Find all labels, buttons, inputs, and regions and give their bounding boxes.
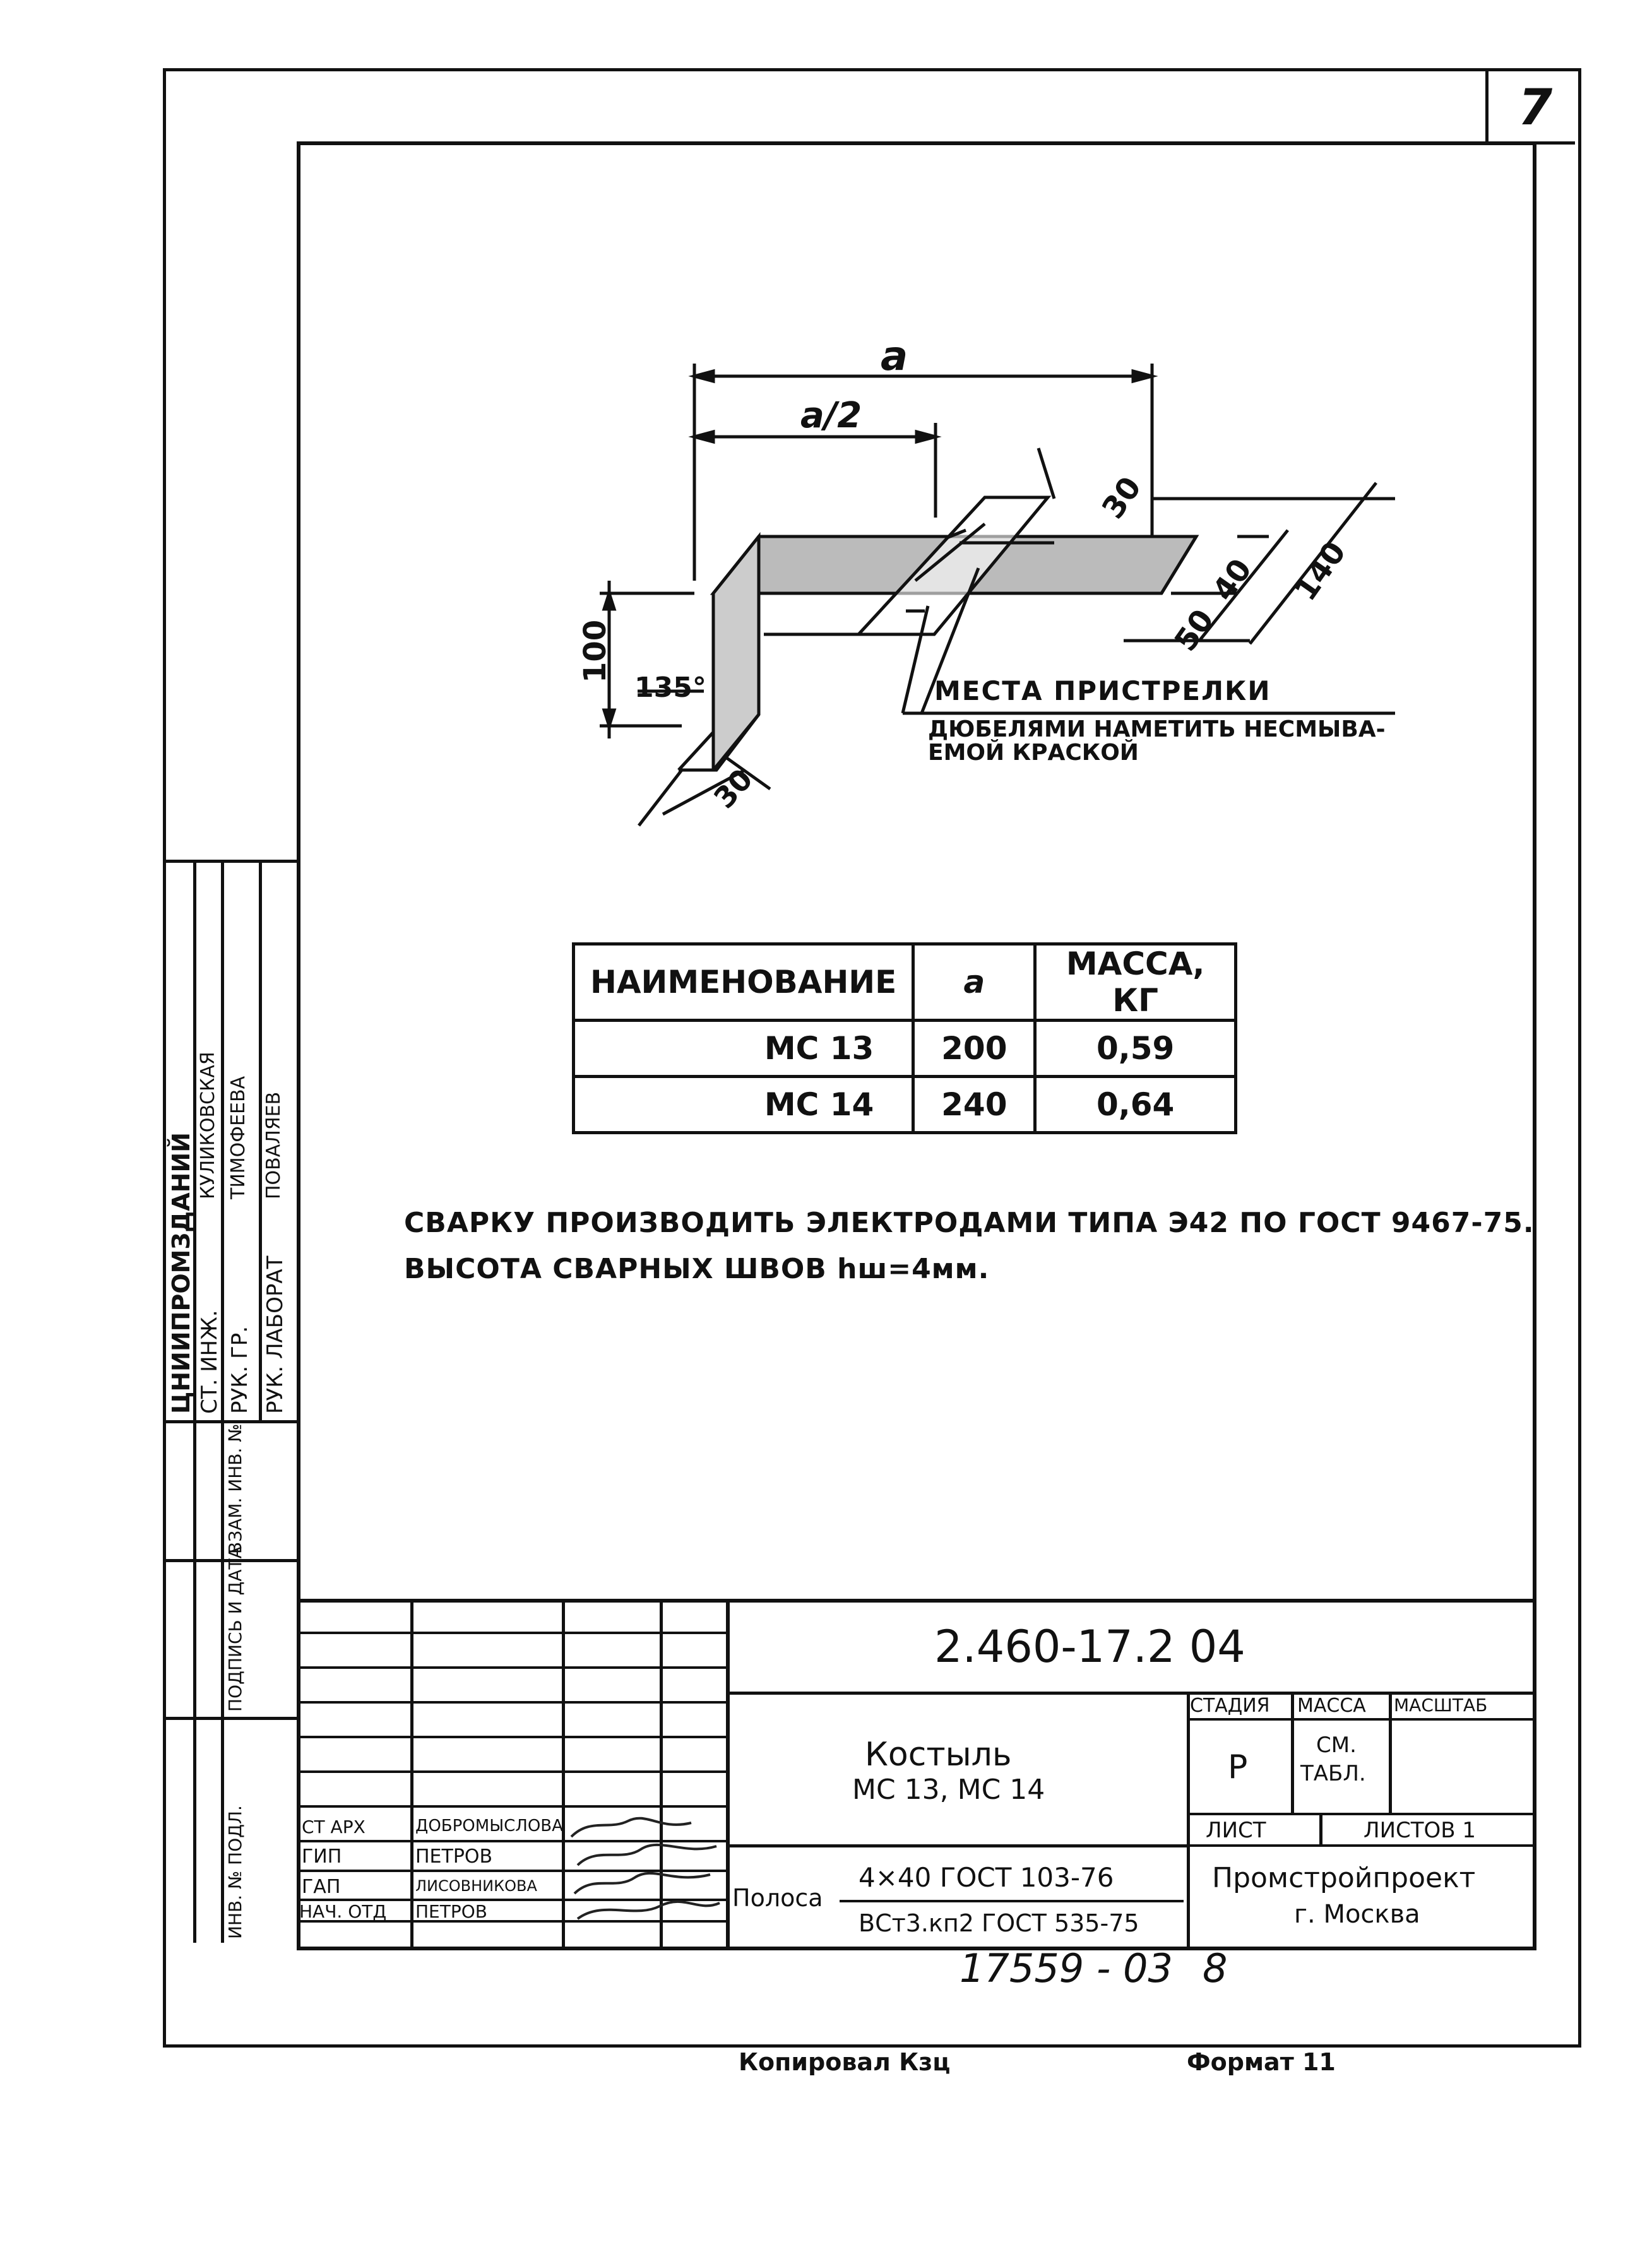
inventory-suffix: 8 [1203,1945,1228,1991]
dim-angle-label: 135° [634,672,706,704]
sig-name-2: ПЕТРОВ [415,1846,493,1868]
sig-name-1: ДОБРОМЫСЛОВА [415,1817,563,1835]
sig-name-3: ЛИСОВНИКОВА [415,1877,537,1895]
side-role-2: РУК. ГР. [227,1325,253,1414]
margin-label-2: ПОДПИСЬ И ДАТА [225,1546,246,1712]
doc-code: 2.460-17.2 04 [934,1621,1245,1673]
table-row: МС 13 200 0,59 [571,1019,1237,1078]
inventory-number: 17559 - 03 [960,1945,1173,1991]
scale-header: МАСШТАБ [1394,1695,1488,1716]
note-line2: ЕМОЙ КРАСКОЙ [928,740,1139,766]
note-weld-height: ВЫСОТА СВАРНЫХ ШВОВ hш=4мм. [404,1253,990,1285]
page-number: 7 [1518,80,1553,136]
stage-header: СТАДИЯ [1190,1695,1270,1717]
mass-header: МАССА [1297,1695,1366,1717]
material-label: Полоса [732,1884,823,1912]
cell-name: МС 13 [571,1019,915,1078]
side-name-3: ПОВАЛЯЕВ [263,1091,285,1199]
sig-name-4: ПЕТРОВ [415,1901,487,1922]
dim-a-half-label: a/2 [800,395,862,436]
spec-table: НАИМЕНОВАНИЕ a МАССА, КГ МС 13 200 0,59 … [571,942,1237,1134]
footer-format: Формат 11 [1187,2048,1336,2076]
org-line1: Промстройпроект [1212,1862,1476,1894]
note-title: МЕСТА ПРИСТРЕЛКИ [934,675,1271,706]
table-header-row: НАИМЕНОВАНИЕ a МАССА, КГ [571,942,1237,1022]
sig-role-4: НАЧ. ОТД [299,1901,387,1922]
title-line1: Костыль [865,1736,1012,1774]
outer-frame [163,68,1581,2048]
side-role-3: РУК. ЛАБОРАТ [263,1255,288,1414]
cell-name: МС 14 [571,1075,915,1134]
note-line1: ДЮБЕЛЯМИ НАМЕТИТЬ НЕСМЫВА- [928,716,1386,742]
side-role-1: СТ. ИНЖ. [197,1310,222,1414]
mass-value-1: СМ. [1316,1733,1357,1758]
margin-label-3: ИНВ. № ПОДЛ. [225,1805,246,1939]
header-mass: МАССА, КГ [1033,942,1237,1022]
material-bottom: ВСт3.кп2 ГОСТ 535-75 [859,1909,1139,1937]
crutch-drawing [600,364,1395,827]
sig-role-2: ГИП [302,1846,342,1868]
signature-scribbles [570,1817,720,1920]
sheets-label: ЛИСТОВ 1 [1364,1818,1477,1843]
org-line2: г. Москва [1294,1900,1420,1929]
dim-a-label: a [881,333,908,380]
inner-frame [297,141,1536,1950]
cell-a: 240 [912,1075,1037,1134]
sheet-label: ЛИСТ [1206,1818,1266,1843]
footer-copied-by: Копировал Кзц [739,2048,951,2076]
table-row: МС 14 240 0,64 [571,1075,1237,1134]
mass-value-2: ТАБЛ. [1300,1761,1366,1786]
title-line2: МС 13, МС 14 [852,1774,1045,1806]
margin-label-1: ВЗАМ. ИНВ. № [225,1423,246,1554]
cell-mass: 0,59 [1033,1019,1237,1078]
cell-mass: 0,64 [1033,1075,1237,1134]
sig-role-1: СТ АРХ [302,1817,365,1837]
sig-role-3: ГАП [302,1876,341,1898]
note-welding: СВАРКУ ПРОИЗВОДИТЬ ЭЛЕКТРОДАМИ ТИПА Э42 … [404,1207,1535,1239]
dim-100-label: 100 [578,619,613,683]
stage-value: Р [1228,1748,1248,1786]
material-top: 4×40 ГОСТ 103-76 [859,1862,1114,1893]
side-org: ЦНИИПРОМЗДАНИЙ [167,1132,195,1414]
side-name-1: КУЛИКОВСКАЯ [197,1052,219,1199]
cell-a: 200 [912,1019,1037,1078]
header-a: a [912,942,1037,1022]
page-number-box [1485,68,1575,145]
header-name: НАИМЕНОВАНИЕ [571,942,915,1022]
side-name-2: ТИМОФЕЕВА [227,1076,249,1199]
